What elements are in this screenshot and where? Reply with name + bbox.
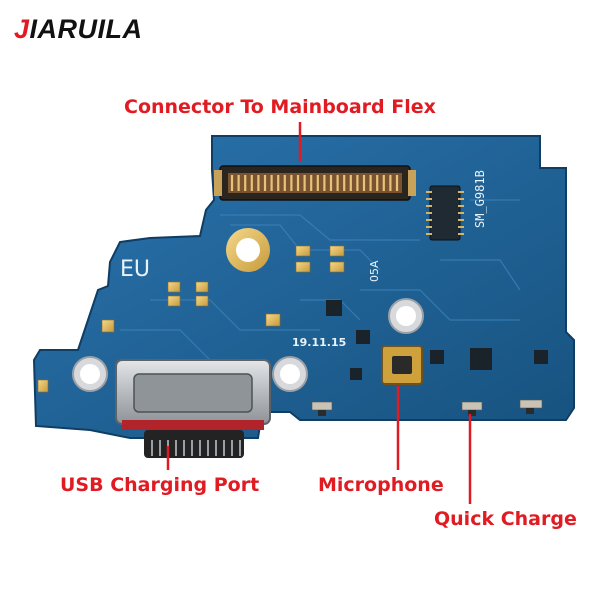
mounting-hole-gold [226, 228, 270, 272]
mounting-hole-left [72, 356, 108, 392]
mainboard-connector [214, 165, 416, 201]
label-usb-charging-port: USB Charging Port [60, 474, 260, 496]
region-code: EU [120, 257, 150, 282]
mounting-hole-right [388, 298, 424, 334]
label-microphone: Microphone [318, 474, 444, 496]
label-connector: Connector To Mainboard Flex [124, 96, 436, 118]
microphone-component [381, 345, 423, 385]
usb-c-port [115, 359, 271, 458]
brand-logo: JIARUILA [14, 14, 143, 44]
solder-pads [37, 245, 345, 393]
small-ics [326, 300, 548, 380]
label-quick-charge: Quick Charge [434, 508, 577, 530]
part-code: 05A [368, 260, 381, 282]
model-code: SM_G981B [473, 170, 487, 228]
date-code: 19.11.15 [292, 336, 346, 349]
leader-lines [166, 122, 472, 504]
mounting-hole-center [272, 356, 308, 392]
passive-components [311, 399, 543, 416]
ic-chip-top-right [426, 185, 464, 241]
